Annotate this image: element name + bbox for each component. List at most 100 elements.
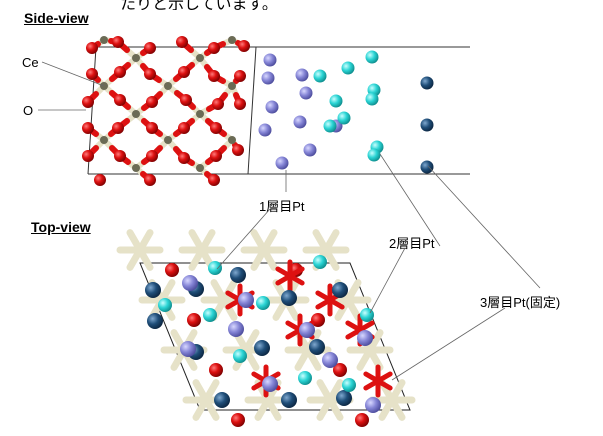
cerium-atom bbox=[100, 136, 108, 144]
pt-layer2-atom bbox=[329, 94, 343, 108]
layer1-pt-label: 1層目Pt bbox=[259, 199, 305, 214]
leader-layer1-down bbox=[216, 208, 271, 270]
top-oxygen-arm bbox=[345, 320, 375, 340]
top-pt-layer1-atom bbox=[182, 275, 198, 291]
pt-layer1-atom bbox=[263, 53, 277, 67]
oxygen-atom bbox=[208, 70, 220, 82]
oxygen-atom bbox=[146, 122, 158, 134]
top-pt-layer1-atom bbox=[357, 330, 373, 346]
top-view-title: Top-view bbox=[31, 219, 91, 235]
pt-layer3-atom bbox=[420, 118, 434, 132]
top-pt-layer1-atom bbox=[262, 376, 278, 392]
ce-star-arm bbox=[188, 229, 216, 271]
ce-star-arm bbox=[316, 379, 344, 421]
pt-layer2-atom bbox=[365, 50, 379, 64]
cerium-atom bbox=[164, 82, 172, 90]
oxygen-atom bbox=[146, 150, 158, 162]
ce-star-arm bbox=[378, 379, 406, 421]
top-pt-layer3-atom bbox=[332, 282, 348, 298]
pt-layer2-atom bbox=[313, 69, 327, 83]
oxygen-atom bbox=[144, 42, 156, 54]
pt-layer2-atom bbox=[341, 61, 355, 75]
top-oxygen-atom bbox=[209, 363, 223, 377]
oxygen-atom bbox=[178, 152, 190, 164]
layer2-pt-label: 2層目Pt bbox=[389, 236, 435, 251]
ce-label: Ce bbox=[22, 55, 39, 70]
pt-layer2-atom bbox=[323, 119, 337, 133]
top-view-lattice bbox=[116, 229, 416, 427]
pt-layer1-atom bbox=[265, 100, 279, 114]
top-pt-layer3-atom bbox=[145, 282, 161, 298]
top-oxygen-atom bbox=[333, 363, 347, 377]
cerium-atom bbox=[132, 110, 140, 118]
oxygen-atom bbox=[208, 42, 220, 54]
cerium-atom bbox=[132, 164, 140, 172]
pt-layer1-atom bbox=[258, 123, 272, 137]
leader-ce bbox=[41, 61, 105, 87]
leader-layer3-down bbox=[391, 307, 506, 381]
cerium-atom bbox=[132, 54, 140, 62]
oxygen-atom bbox=[146, 96, 158, 108]
top-pt-layer2-atom bbox=[256, 296, 270, 310]
top-pt-layer1-atom bbox=[365, 397, 381, 413]
side-view-title: Side-view bbox=[24, 10, 89, 26]
oxygen-atom bbox=[238, 40, 250, 52]
top-pt-layer2-atom bbox=[313, 255, 327, 269]
oxygen-atom bbox=[234, 98, 246, 110]
leader-layer2-up bbox=[379, 153, 441, 247]
oxygen-atom bbox=[176, 36, 188, 48]
leader-layer3-up bbox=[427, 165, 541, 289]
top-pt-layer3-atom bbox=[214, 392, 230, 408]
top-pt-layer2-atom bbox=[233, 349, 247, 363]
layer3-pt-label: 3層目Pt(固定) bbox=[480, 295, 561, 310]
top-oxygen-atom bbox=[355, 413, 369, 427]
pt-layer2-atom bbox=[365, 92, 379, 106]
top-view-pt-atoms bbox=[145, 255, 381, 413]
cerium-atom bbox=[228, 82, 236, 90]
cerium-atom bbox=[100, 36, 108, 44]
oxygen-atom bbox=[82, 122, 94, 134]
pt-layer1-atom bbox=[275, 156, 289, 170]
oxygen-atom bbox=[114, 150, 126, 162]
top-oxygen-atom bbox=[187, 313, 201, 327]
cerium-atom bbox=[228, 36, 236, 44]
oxygen-atom bbox=[210, 150, 222, 162]
oxygen-atom bbox=[112, 36, 124, 48]
oxygen-atom bbox=[210, 122, 222, 134]
cerium-atom bbox=[196, 110, 204, 118]
ce-star-arm bbox=[250, 229, 278, 271]
oxygen-atom bbox=[212, 98, 224, 110]
top-pt-layer3-atom bbox=[230, 267, 246, 283]
top-oxygen-atom bbox=[165, 263, 179, 277]
cerium-atom bbox=[164, 136, 172, 144]
side-view-pt-atoms bbox=[258, 50, 434, 174]
top-pt-layer3-atom bbox=[147, 313, 163, 329]
o-label: O bbox=[23, 103, 34, 118]
pt-layer1-atom bbox=[293, 115, 307, 129]
pt-layer1-atom bbox=[295, 68, 309, 82]
oxygen-atom bbox=[86, 68, 98, 80]
pt-layer1-atom bbox=[261, 71, 275, 85]
top-pt-layer3-atom bbox=[281, 392, 297, 408]
oxygen-atom bbox=[94, 174, 106, 186]
top-pt-layer3-atom bbox=[336, 390, 352, 406]
ce-star-arm bbox=[126, 229, 154, 271]
cerium-atom bbox=[228, 136, 236, 144]
leader-lines bbox=[38, 61, 541, 381]
pt-layer2-atom bbox=[367, 148, 381, 162]
cerium-atom bbox=[196, 54, 204, 62]
leader-layer2-down bbox=[369, 247, 406, 314]
top-oxygen-arm bbox=[275, 266, 305, 286]
oxygen-atom bbox=[178, 66, 190, 78]
ce-star-arm bbox=[294, 329, 322, 371]
pt-layer1-atom bbox=[303, 143, 317, 157]
top-pt-layer3-atom bbox=[281, 290, 297, 306]
ce-star-arm bbox=[356, 329, 384, 371]
top-pt-layer1-atom bbox=[299, 322, 315, 338]
top-pt-layer2-atom bbox=[298, 371, 312, 385]
oxygen-atom bbox=[234, 70, 246, 82]
oxygen-atom bbox=[114, 66, 126, 78]
top-oxygen-arm bbox=[363, 371, 393, 391]
oxygen-atom bbox=[86, 42, 98, 54]
